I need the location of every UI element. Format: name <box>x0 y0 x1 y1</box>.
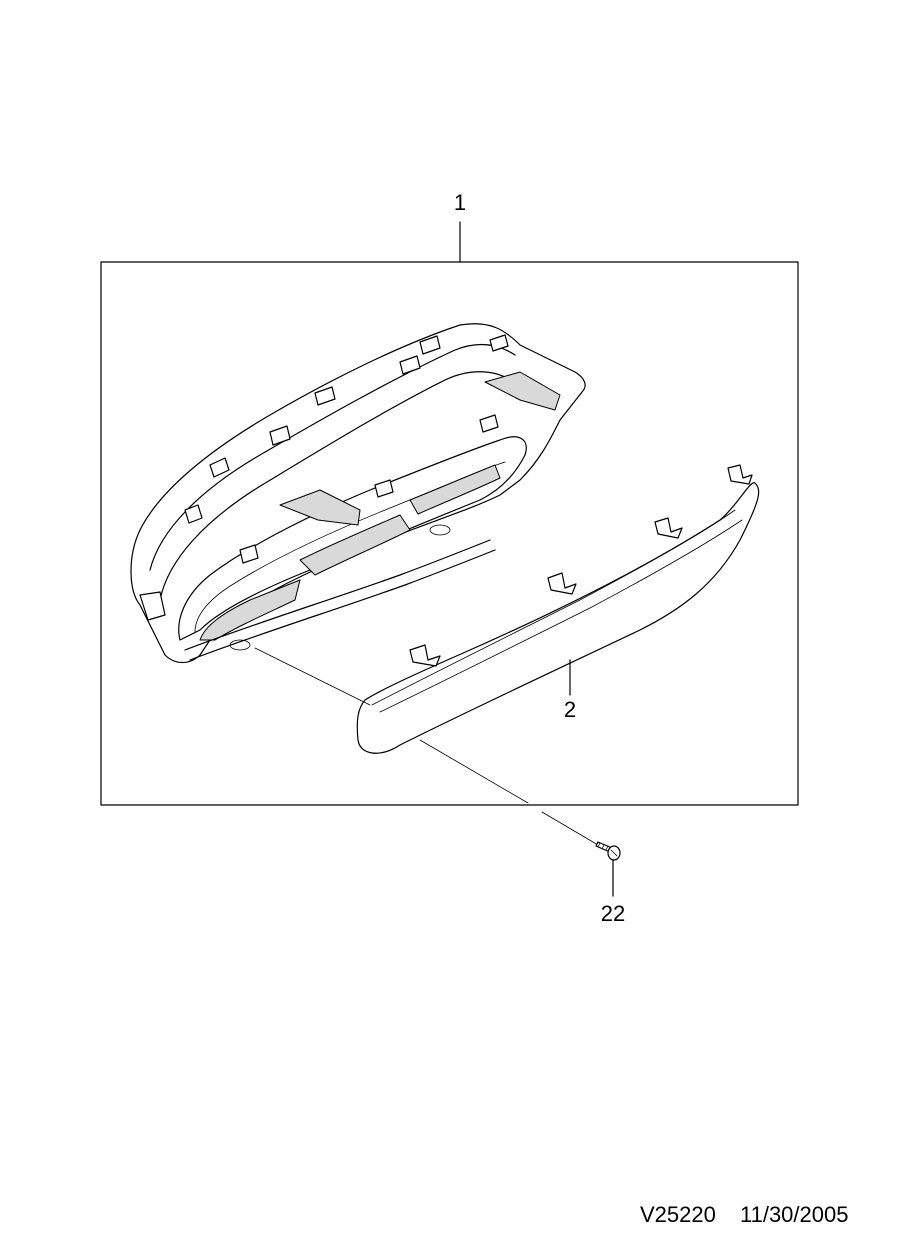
callout-2-label: 2 <box>564 697 576 722</box>
assembly-leader <box>254 647 371 706</box>
screw-leader-outer <box>541 811 599 846</box>
screw-leader <box>419 739 529 804</box>
drawing-date: 11/30/2005 <box>740 1202 848 1227</box>
instrument-cluster-housing <box>130 323 586 664</box>
cluster-bezel <box>356 464 760 754</box>
callout-22-label: 22 <box>601 901 625 926</box>
callout-1-label: 1 <box>454 190 466 215</box>
screw <box>595 841 621 861</box>
drawing-reference-code: V25220 <box>640 1202 716 1227</box>
assembly-frame <box>100 261 799 806</box>
